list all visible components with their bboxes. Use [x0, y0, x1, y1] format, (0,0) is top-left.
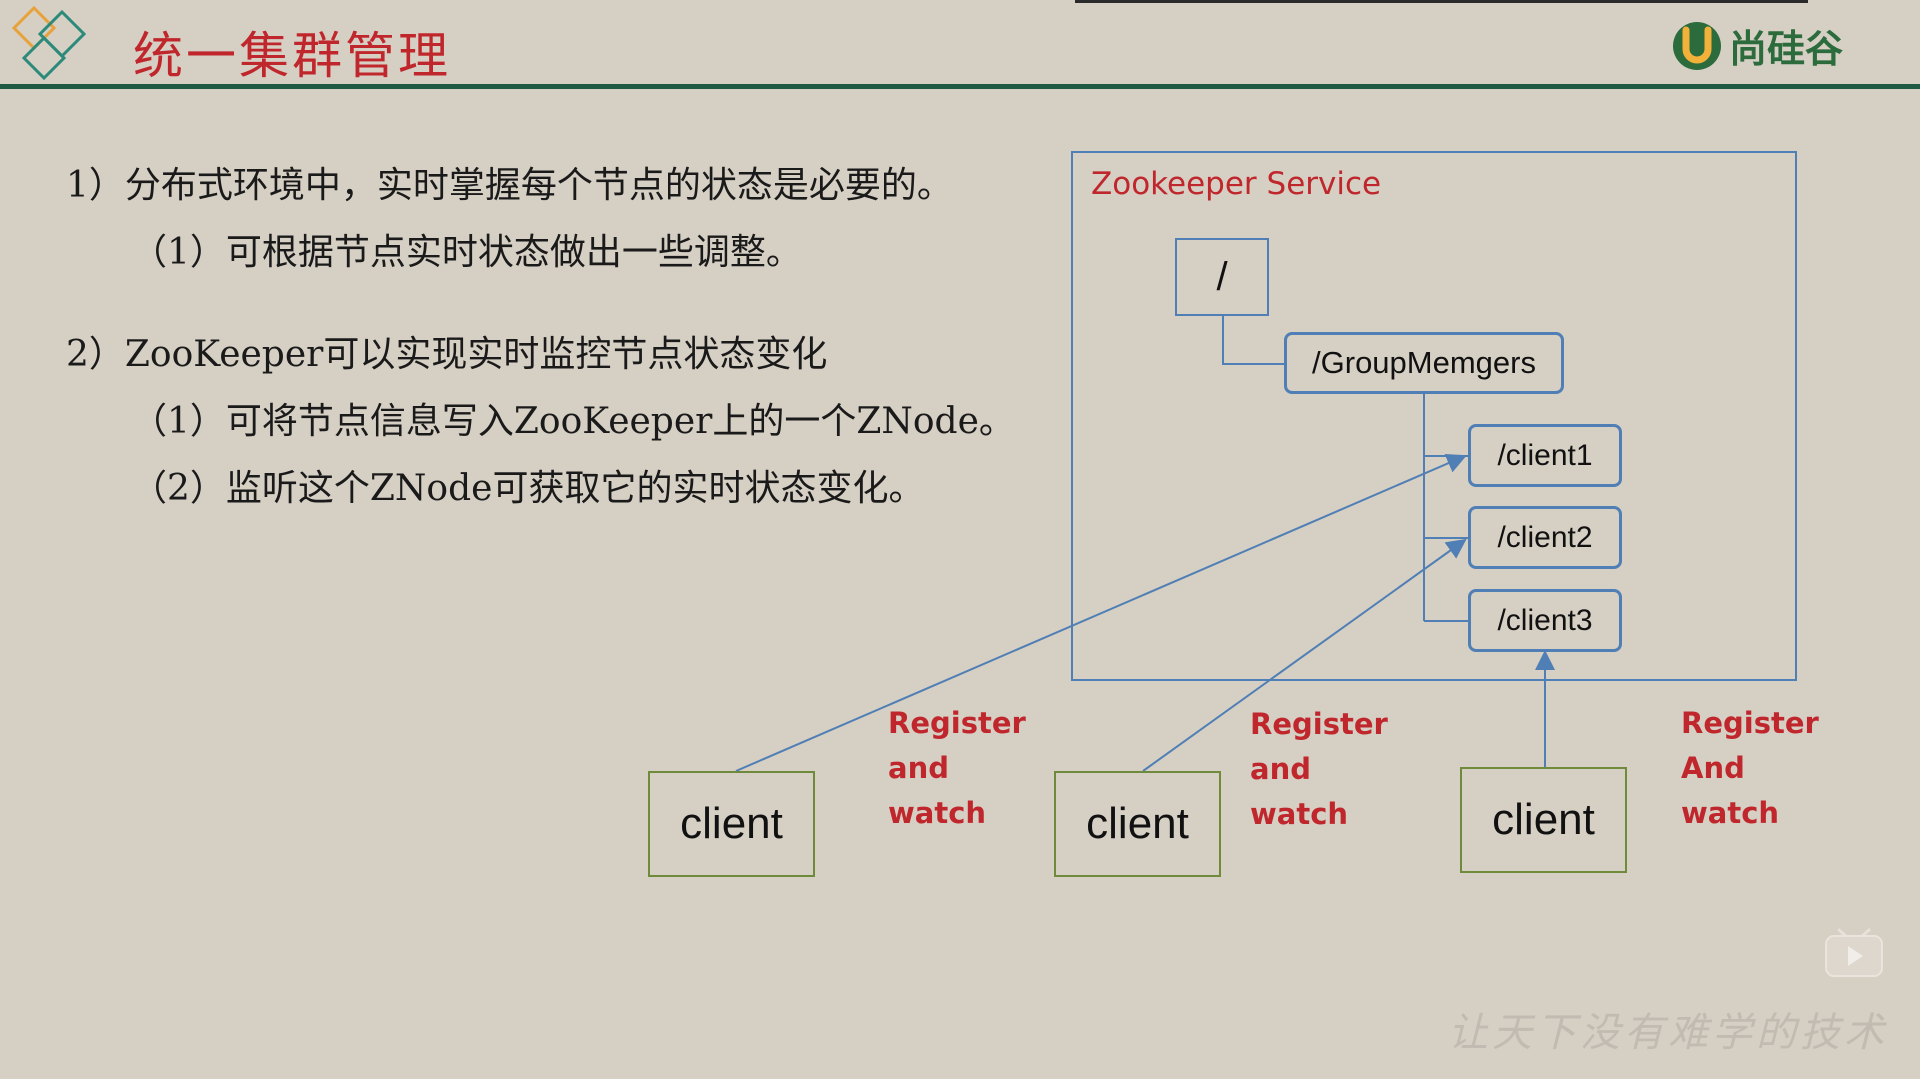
- zookeeper-service-title: Zookeeper Service: [1091, 166, 1382, 202]
- register-label-2-line-1: Register: [1250, 707, 1388, 741]
- znode-group-members: /GroupMemgers: [1284, 332, 1564, 394]
- register-label-2: Register and watch: [1250, 702, 1388, 837]
- brand-name: 尚硅谷: [1729, 27, 1844, 71]
- footer-slogan: 让天下没有难学的技术: [1448, 1010, 1888, 1056]
- zookeeper-service-box: [1071, 151, 1797, 681]
- header-divider: [0, 84, 1920, 89]
- client-box-2: client: [1054, 771, 1221, 877]
- brand-logo: 尚硅谷: [1671, 18, 1843, 73]
- register-label-1-line-2: and: [888, 751, 949, 785]
- register-label-3: Register And watch: [1681, 701, 1819, 836]
- register-label-1-line-3: watch: [888, 796, 987, 830]
- register-label-2-line-2: and: [1250, 752, 1311, 786]
- client-box-1: client: [648, 771, 815, 877]
- register-label-3-line-2: And: [1681, 751, 1745, 785]
- znode-client3: /client3: [1468, 589, 1622, 652]
- bullet-2-sub-2: （2）监听这个ZNode可获取它的实时状态变化。: [131, 468, 925, 509]
- diamond-logo-icon: [11, 5, 87, 81]
- bullet-2: 2）ZooKeeper可以实现实时监控节点状态变化: [66, 334, 828, 375]
- register-label-3-line-1: Register: [1681, 706, 1819, 740]
- register-label-1-line-1: Register: [888, 706, 1026, 740]
- register-label-2-line-3: watch: [1250, 797, 1349, 831]
- page-title: 统一集群管理: [133, 27, 451, 85]
- u-brand-icon: [1673, 21, 1721, 70]
- bullet-1-sub-1: （1）可根据节点实时状态做出一些调整。: [131, 232, 802, 273]
- client-box-3: client: [1460, 767, 1627, 873]
- znode-client1: /client1: [1468, 424, 1622, 487]
- play-icon[interactable]: [1823, 924, 1885, 980]
- znode-root: /: [1175, 238, 1269, 316]
- register-label-3-line-3: watch: [1681, 796, 1780, 830]
- znode-client2: /client2: [1468, 506, 1622, 569]
- bullet-1: 1）分布式环境中，实时掌握每个节点的状态是必要的。: [66, 165, 953, 206]
- bullet-2-sub-1: （1）可将节点信息写入ZooKeeper上的一个ZNode。: [131, 401, 1015, 442]
- top-edge-line: [1075, 0, 1808, 3]
- register-label-1: Register and watch: [888, 701, 1026, 836]
